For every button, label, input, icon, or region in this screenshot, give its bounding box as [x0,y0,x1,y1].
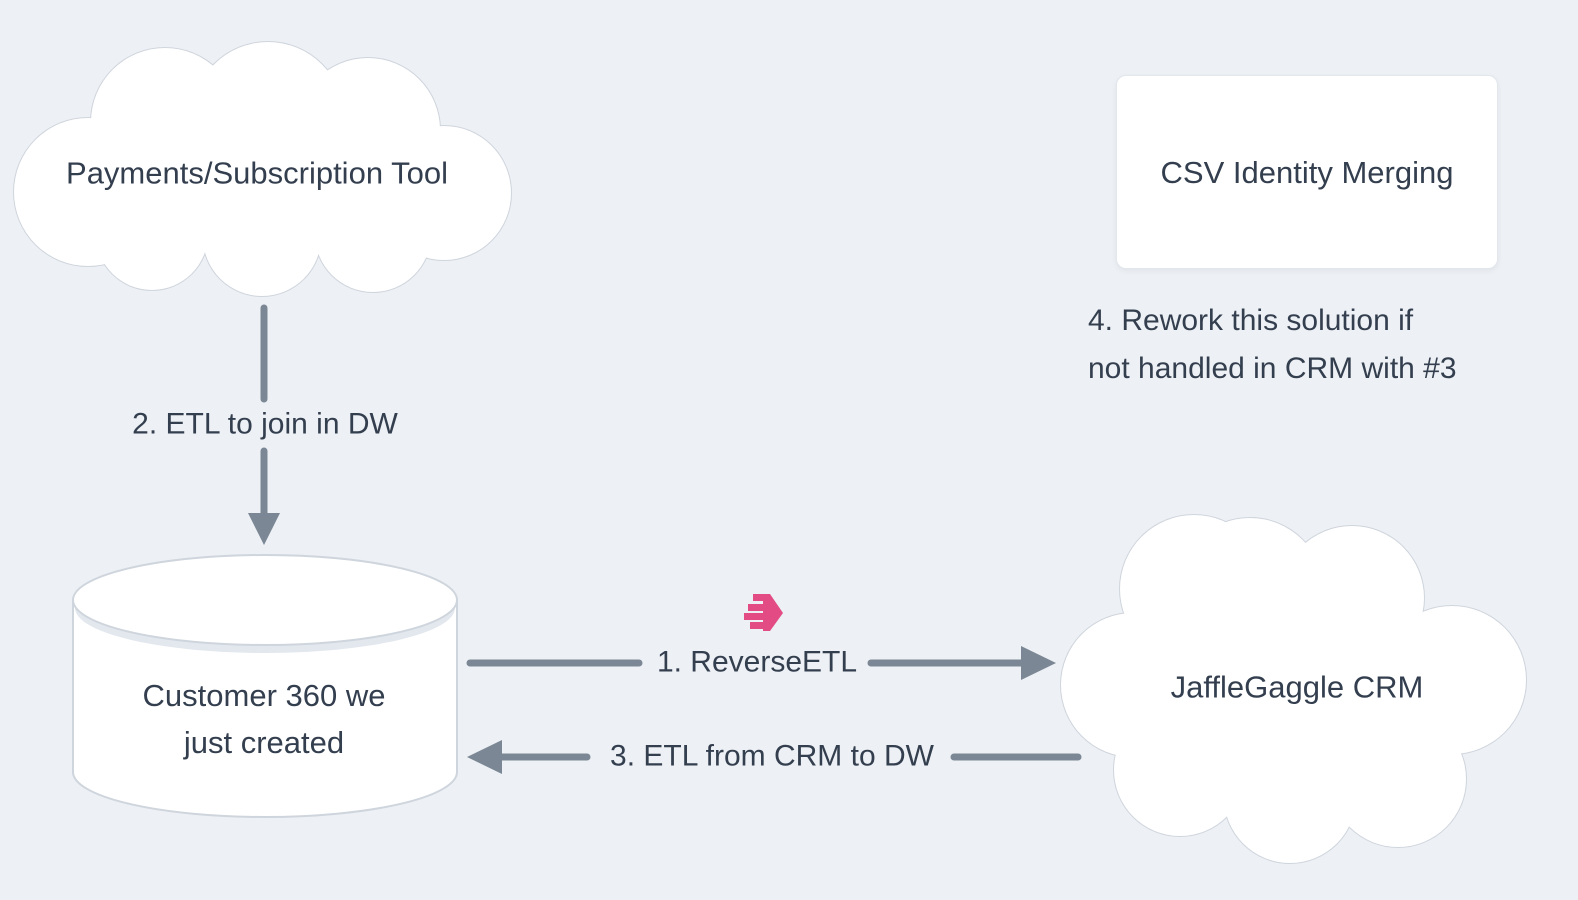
reverse-etl-arrow-label: 1. ReverseETL [656,645,858,679]
csv-identity-merging-card: CSV Identity Merging [1116,75,1498,269]
customer-360-db-label: Customer 360 we just created [142,678,386,760]
etl-from-crm-arrow [467,740,1082,774]
payments-cloud-label: Payments/Subscription Tool [66,155,448,191]
hightouch-logo-icon [744,594,783,631]
crm-cloud-label: JaffleGaggle CRM [1170,669,1424,705]
etl-from-crm-arrow-label: 3. ETL from CRM to DW [610,739,934,773]
etl-to-dw-arrow [248,304,280,545]
rework-note: 4. Rework this solution if not handled i… [1088,304,1457,385]
csv-card-label: CSV Identity Merging [1160,154,1454,190]
reverse-etl-arrow [466,646,1056,680]
etl-to-dw-arrow-label: 2. ETL to join in DW [132,407,398,441]
database-cylinder-icon [72,554,458,818]
